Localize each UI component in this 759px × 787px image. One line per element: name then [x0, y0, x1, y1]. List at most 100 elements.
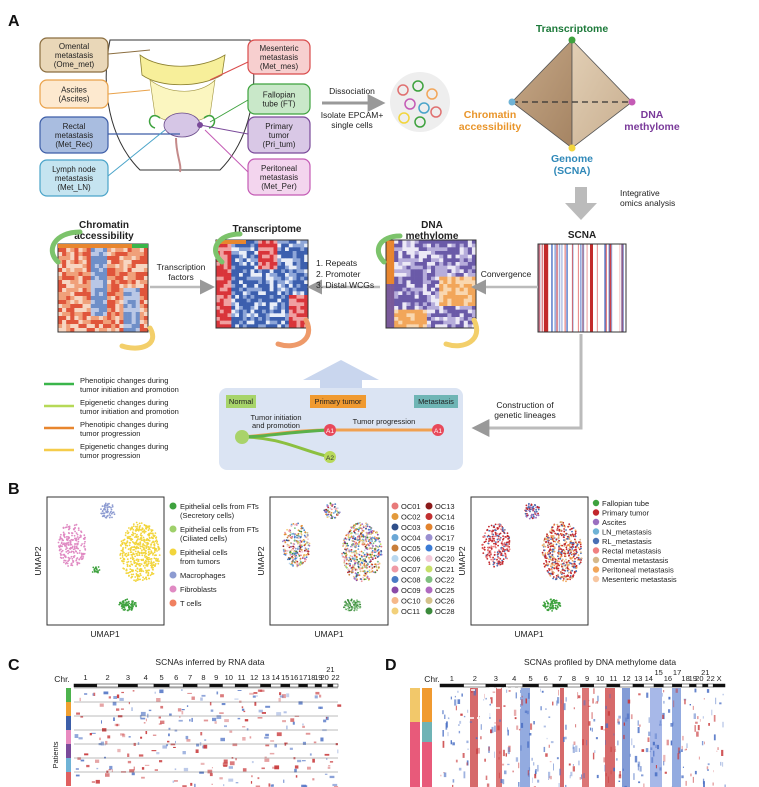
lineage-a1-primary: A1 [326, 428, 334, 435]
convergence-label: Convergence [481, 269, 532, 279]
legend-dot [425, 523, 433, 531]
legend-label: Fibroblasts [180, 585, 217, 594]
legend-dot [391, 502, 399, 510]
lineage-box [219, 360, 463, 470]
legend-label: OC20 [435, 555, 455, 564]
chromosome-label: 18 [307, 673, 315, 682]
site-box: Ascites(Ascites) [39, 79, 109, 109]
legend-label: Mesenteric metastasis [602, 575, 677, 584]
legend-dot [592, 547, 600, 554]
legend-dot [391, 544, 399, 552]
legend-dot [592, 537, 600, 545]
legend-dot [391, 597, 399, 604]
scna-heatmap-title: SCNA [568, 230, 596, 241]
legend-dot [592, 499, 600, 507]
umap2-ylabel: UMAP2 [256, 546, 266, 576]
lineage-metastasis: Metastasis [418, 397, 454, 406]
legend-dot [592, 509, 600, 516]
legend-dot [425, 502, 433, 510]
dna-methylome-heatmap [385, 239, 477, 329]
legend-label: OC22 [435, 576, 455, 585]
panel-d-chr-label: Chr. [424, 674, 440, 684]
chromosome-label: 2 [106, 673, 110, 682]
legend-label: OC02 [401, 513, 421, 522]
legend-dot [169, 585, 177, 593]
chromosome-label: 10 [225, 673, 233, 682]
chromosome-label: 17 [673, 668, 681, 677]
umap-frame-3 [470, 496, 589, 626]
legend-dot [169, 548, 177, 556]
legend-label: Rectal metastasis [602, 547, 661, 556]
legend-label: OC26 [435, 597, 455, 606]
legend-dot [169, 571, 177, 579]
legend-dot [425, 607, 433, 615]
legend-label: OC17 [435, 534, 455, 543]
legend-label: Macrophages [180, 571, 226, 580]
legend-label: Ascites [602, 518, 626, 527]
umap-cell-types [57, 502, 161, 612]
legend-dot [391, 513, 399, 520]
legend-label: OC04 [401, 534, 421, 543]
chromosome-label: 7 [558, 674, 562, 683]
chromosome-label: X [717, 674, 722, 683]
lineage-a2: A2 [326, 455, 334, 462]
chromosome-label: 19 [689, 674, 697, 683]
legend-label: OC03 [401, 523, 421, 532]
umap-sites [481, 502, 583, 612]
legend-label: OC11 [401, 607, 420, 616]
chromosome-label: 22 [331, 673, 339, 682]
scna-heatmap [537, 243, 627, 333]
panel-b-label: B [8, 481, 20, 498]
chromosome-label: 15 [281, 673, 289, 682]
legend-dot [425, 513, 433, 520]
chromosome-label: 21 [326, 665, 334, 674]
legend-label: T cells [180, 599, 202, 608]
legend-dot [169, 599, 177, 607]
chromosome-label: 6 [174, 673, 178, 682]
panel-c-ylabel: Patients [51, 741, 60, 768]
umap3-xlabel: UMAP1 [514, 629, 544, 639]
construction-arrow [471, 334, 583, 437]
umap-legend-cell-types: Epithelial cells from FTs(Secretory cell… [169, 502, 259, 608]
chromosome-label: 3 [126, 673, 130, 682]
chromosome-label: 5 [529, 674, 533, 683]
transcriptome-heatmap [215, 239, 309, 329]
single-cells-illustration [390, 72, 450, 132]
chromosome-label: 16 [664, 674, 672, 683]
chromosome-label: 8 [201, 673, 205, 682]
pyramid-top-label: Transcriptome [536, 23, 609, 35]
legend-dot [391, 565, 399, 573]
umap3-ylabel: UMAP2 [457, 546, 467, 576]
legend-dot [391, 523, 399, 531]
pyramid-bottom-label: Genome(SCNA) [551, 153, 593, 177]
legend-dot [425, 597, 433, 604]
transcriptome-heatmap-title: Transcriptome [233, 224, 302, 235]
chromosome-label: 4 [512, 674, 516, 683]
site-box-label: Ascites(Ascites) [58, 86, 89, 104]
legend-dot [425, 586, 433, 594]
legend-label: OC21 [435, 565, 455, 574]
chromosome-label: 1 [83, 673, 87, 682]
legend-label: OC05 [401, 544, 421, 553]
chromosome-label: 9 [585, 674, 589, 683]
legend-dot [592, 575, 600, 583]
panel-c-heatmap [66, 687, 342, 787]
legend-dot [169, 525, 177, 533]
legend-dot [592, 518, 600, 526]
